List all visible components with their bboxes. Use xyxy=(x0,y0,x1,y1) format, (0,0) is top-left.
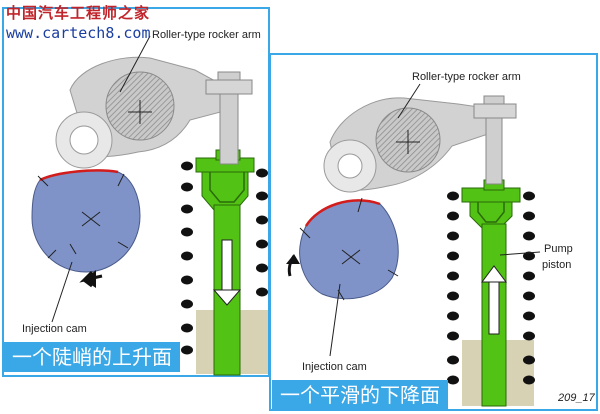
left-adjuster-screw xyxy=(205,71,253,165)
right-rocker-arm xyxy=(323,97,501,193)
left-downward-arrow xyxy=(212,239,242,306)
left-spring xyxy=(181,161,268,355)
right-rocker-label: Roller-type rocker arm xyxy=(412,71,521,83)
left-rocker-arm xyxy=(55,56,229,169)
left-cam-label: Injection cam xyxy=(22,323,87,335)
watermark-site-url: www.cartech8.com xyxy=(6,24,151,42)
left-caption-banner: 一个陡峭的上升面 xyxy=(4,342,180,372)
right-caption-banner: 一个平滑的下降面 xyxy=(272,380,448,410)
watermark-site-name: 中国汽车工程师之家 xyxy=(6,4,151,22)
figure-number: 209_17 xyxy=(558,392,595,404)
right-adjuster-screw xyxy=(473,95,517,185)
right-injection-cam xyxy=(299,197,399,301)
left-panel: Roller-type rocker arm Injection cam xyxy=(2,7,270,377)
right-panel: Roller-type rocker arm Pump piston Injec… xyxy=(269,53,598,411)
right-spring xyxy=(447,191,535,385)
left-injection-cam xyxy=(31,169,141,273)
left-rocker-label: Roller-type rocker arm xyxy=(152,29,261,41)
right-pump-label-2: piston xyxy=(542,259,571,271)
right-upward-arrow xyxy=(481,265,507,335)
right-pump-label-1: Pump xyxy=(544,243,573,255)
right-cam-label: Injection cam xyxy=(302,361,367,373)
